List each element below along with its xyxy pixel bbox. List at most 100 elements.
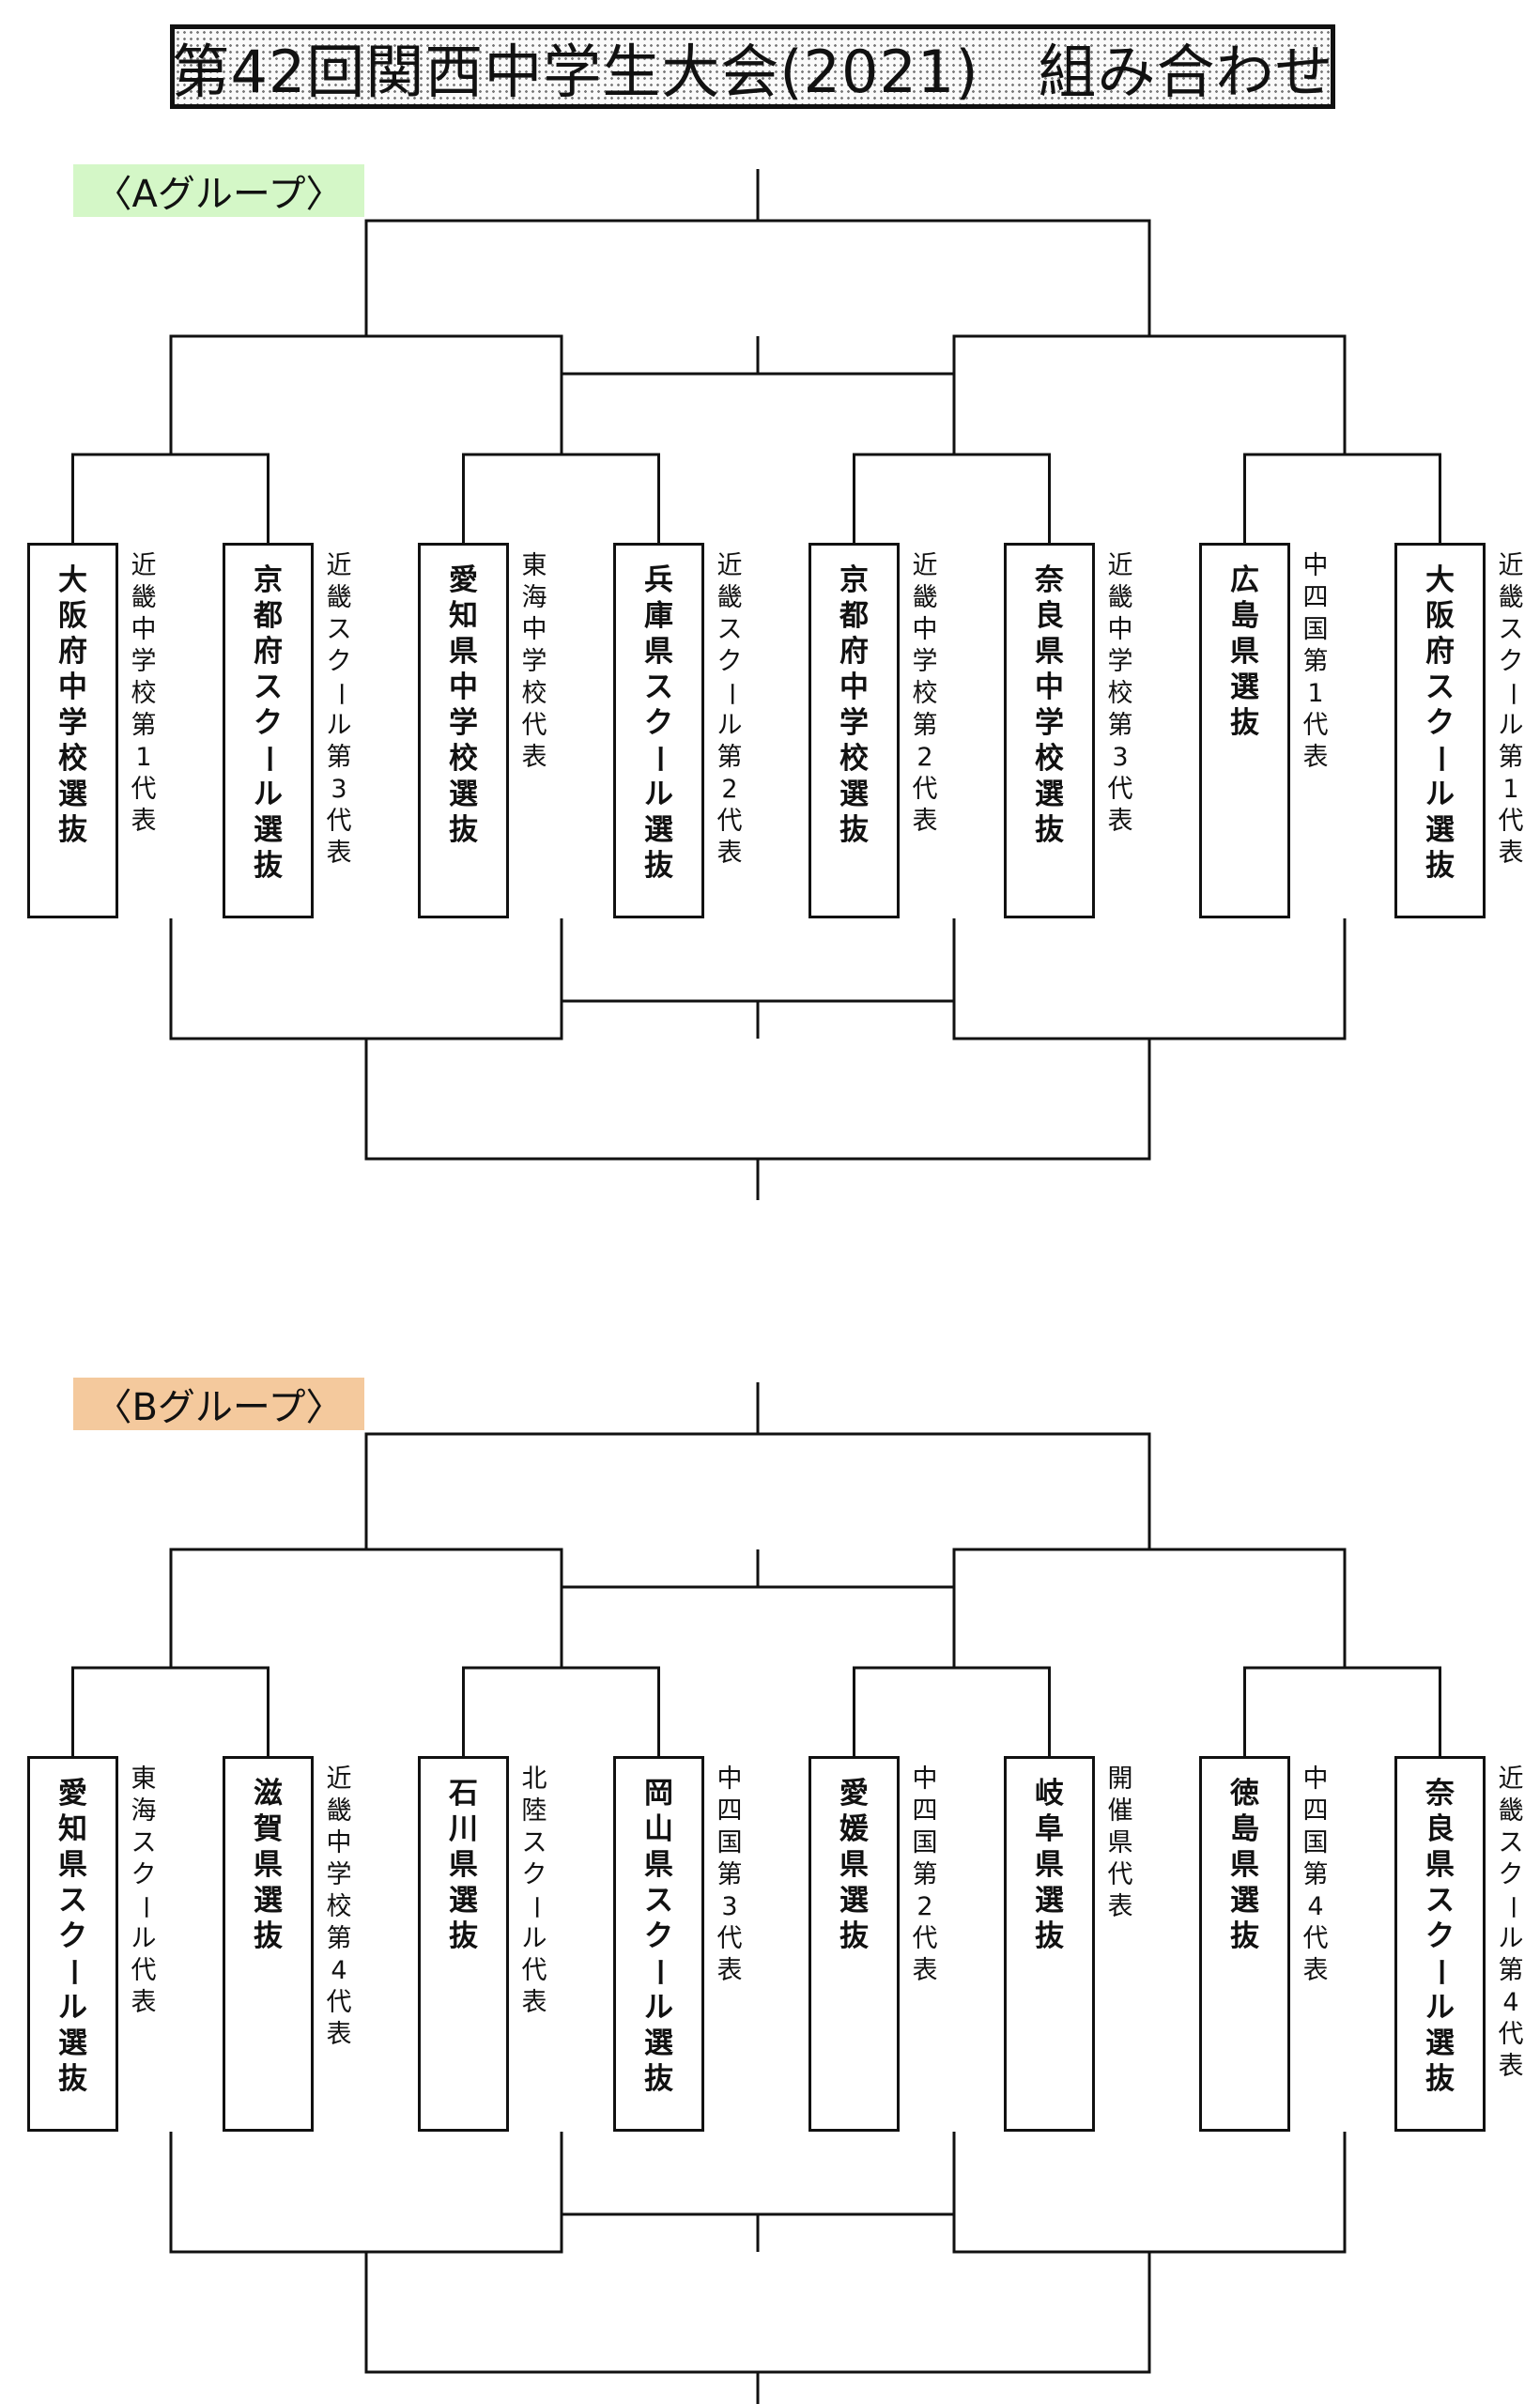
representative-char: 代 (1107, 775, 1133, 804)
representative-char: 国 (1302, 615, 1329, 644)
representative-char: ー (1497, 1894, 1526, 1920)
group-b-team-representative: 北陸スクール代表北陸スクール代表 (518, 1764, 550, 2019)
team-name-char: 島 (1230, 1812, 1259, 1846)
representative-char: 第 (326, 1924, 352, 1953)
representative-char: 東 (521, 551, 547, 580)
representative-char: 近 (1498, 1764, 1524, 1794)
team-name-char: 広 (1230, 563, 1259, 597)
group-a-top-r2-left (169, 334, 563, 455)
team-name-char: 県 (1230, 1848, 1259, 1882)
representative-char: 表 (326, 2020, 352, 2049)
representative-char: ー (716, 681, 745, 707)
representative-char: 代 (1498, 807, 1524, 836)
representative-char: ー (325, 681, 354, 707)
team-name-char: ー (251, 744, 285, 774)
team-name-char: 中 (839, 670, 869, 704)
representative-char: 北 (521, 1764, 547, 1794)
representative-char: 代 (1302, 1924, 1329, 1953)
group-a-team-box: 大阪府中学校選抜大阪府中学校選抜 (27, 543, 118, 918)
representative-char: ク (1498, 647, 1524, 676)
representative-char: 近 (1107, 551, 1133, 580)
representative-char: 中 (716, 1764, 743, 1794)
representative-char: 中 (912, 1764, 938, 1794)
team-name-char: ク (644, 1919, 673, 1953)
representative-char: 第 (1498, 743, 1524, 772)
representative-char: 表 (521, 1988, 547, 2017)
representative-char: 代 (521, 1956, 547, 1985)
group-b-team-representative: 開催県代表開催県代表 (1104, 1764, 1136, 1923)
team-name-char: 大 (58, 563, 87, 597)
team-name-char: ル (644, 1991, 673, 2025)
team-name-char: ス (644, 670, 673, 704)
representative-char: 学 (912, 647, 938, 676)
group-a-team-representative: 近畿スクール第2代表近畿スクール第2代表 (714, 550, 746, 870)
team-name-char: 選 (839, 1884, 869, 1918)
team-name-char: 県 (1230, 635, 1259, 669)
team-name-char: 府 (1425, 635, 1455, 669)
team-name-char: ー (55, 1957, 90, 1987)
group-a-top-r1-line-2 (462, 453, 660, 543)
representative-char: 第 (1302, 1860, 1329, 1889)
group-a-team-representative: 近畿スクール第3代表近畿スクール第3代表 (323, 550, 355, 870)
team-name-char: 選 (1425, 2026, 1455, 2060)
team-name-char: 校 (839, 742, 869, 776)
representative-char: 代 (1302, 711, 1329, 740)
group-b-top-r1-line-2 (462, 1666, 660, 1756)
representative-char: 畿 (326, 583, 352, 612)
team-name-char: 石 (449, 1777, 478, 1811)
representative-char: 学 (131, 647, 157, 676)
representative-char: 2 (916, 1892, 933, 1921)
team-name-char: 愛 (449, 563, 478, 597)
representative-char: 3 (1112, 743, 1129, 772)
team-name-char: 選 (449, 1884, 478, 1918)
representative-char: 国 (912, 1828, 938, 1857)
team-name-char: 中 (58, 670, 87, 704)
representative-char: 第 (1498, 1956, 1524, 1985)
representative-char: ル (131, 1924, 157, 1953)
representative-char: ス (1498, 615, 1524, 644)
representative-char: 四 (1302, 583, 1329, 612)
representative-char: 県 (1107, 1828, 1133, 1857)
team-name-char: 抜 (839, 813, 869, 847)
representative-char: 近 (131, 551, 157, 580)
team-name-char: 校 (1035, 742, 1064, 776)
team-name-char: 抜 (644, 849, 673, 883)
team-name-char: ク (1425, 706, 1455, 740)
representative-char: 第 (716, 1860, 743, 1889)
team-name-char: ル (254, 778, 283, 811)
group-a-team-representative: 近畿中学校第1代表近畿中学校第1代表 (128, 550, 160, 838)
representative-char: ル (716, 711, 743, 740)
representative-char: 表 (912, 807, 938, 836)
group-b-top-r1-line-3 (853, 1666, 1051, 1756)
representative-char: 海 (521, 583, 547, 612)
representative-char: ー (520, 1894, 549, 1920)
group-b-top-r2-right (952, 1548, 1347, 1668)
representative-char: ス (716, 615, 743, 644)
representative-char: 畿 (716, 583, 743, 612)
team-name-char: 抜 (254, 1919, 283, 1953)
group-a-top-r1-line-1 (71, 453, 270, 543)
team-name-char: 抜 (1230, 1919, 1259, 1953)
representative-char: ク (326, 647, 352, 676)
team-name-char: 選 (644, 2026, 673, 2060)
representative-char: ル (521, 1924, 547, 1953)
team-name-char: 庫 (644, 599, 673, 633)
team-name-char: 県 (58, 1848, 87, 1882)
representative-char: 代 (1498, 2020, 1524, 2049)
team-name-char: 選 (1230, 1884, 1259, 1918)
team-name-char: 抜 (449, 813, 478, 847)
group-a-label: 〈Aグループ〉 (73, 164, 364, 217)
team-name-char: 川 (449, 1812, 478, 1846)
group-a-top-r2-right (952, 334, 1347, 455)
team-name-char: 県 (644, 1848, 673, 1882)
group-b-team-box: 愛知県スクール選抜愛知県スクール選抜 (27, 1756, 118, 2132)
team-name-char: ル (1425, 1991, 1455, 2025)
representative-char: 中 (326, 1828, 352, 1857)
representative-char: ス (131, 1828, 157, 1857)
group-a-team-representative: 近畿中学校第2代表近畿中学校第2代表 (909, 550, 941, 838)
group-b-top-r1-line-4 (1243, 1666, 1441, 1756)
group-b-bottom-left (169, 2132, 563, 2254)
team-name-char: 媛 (839, 1812, 869, 1846)
representative-char: 中 (1302, 551, 1329, 580)
representative-char: 表 (716, 839, 743, 868)
